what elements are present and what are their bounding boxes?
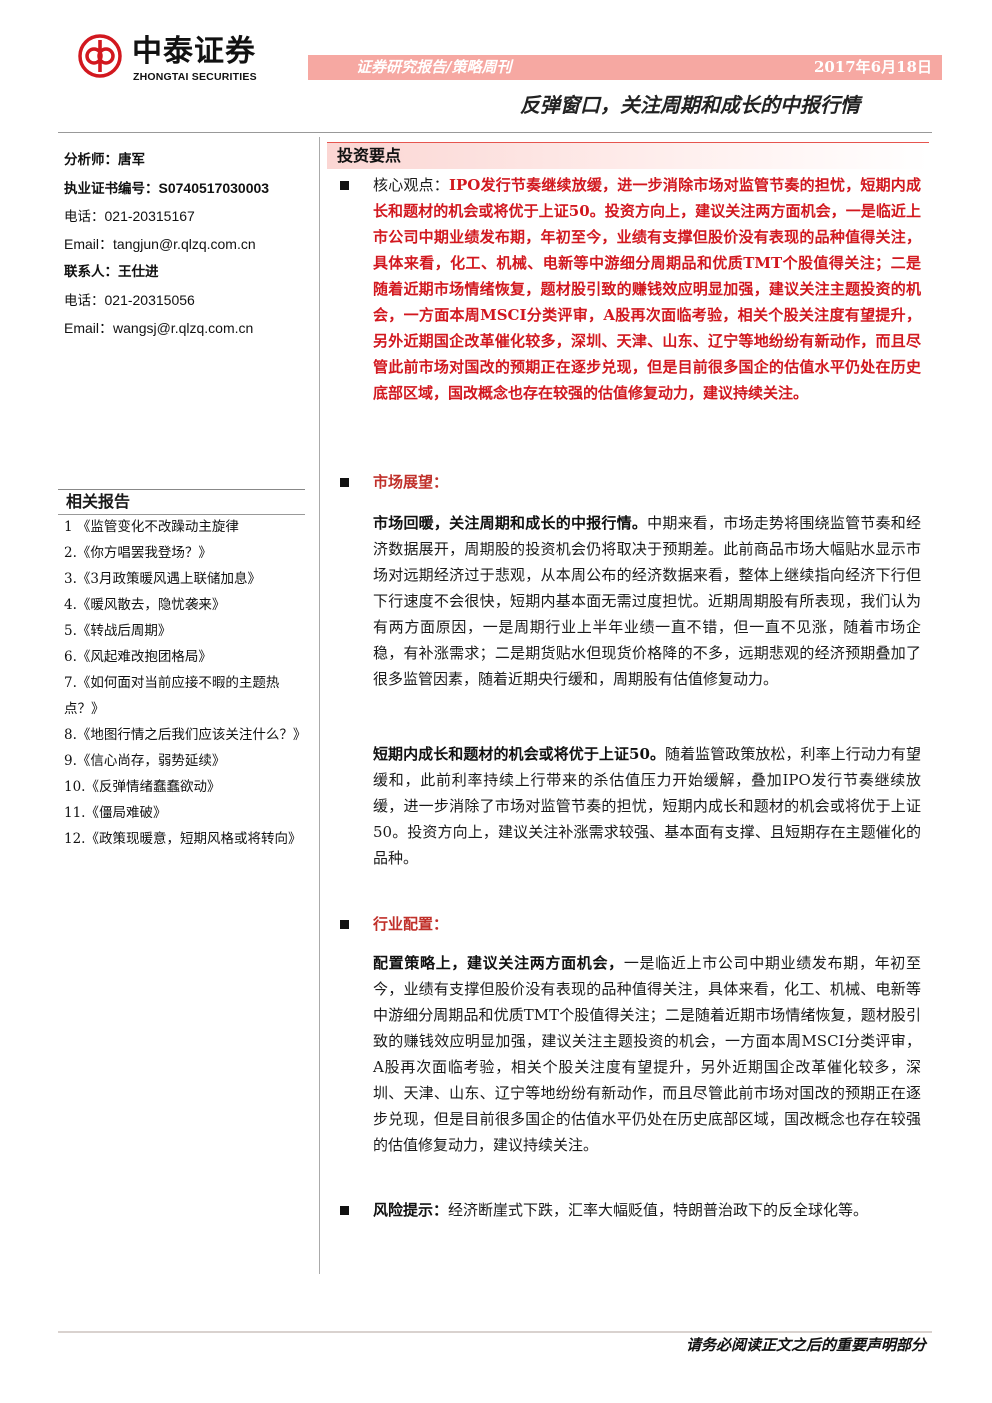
phone2-label: 电话：	[64, 293, 105, 309]
related-report-item[interactable]: 11.《僵局难破》	[64, 805, 167, 821]
market-p2-text: 随着监管政策放松，利率上行动力有望缓和，此前利率持续上行带来的杀估值压力开始缓解…	[373, 745, 921, 867]
bullet-icon	[340, 181, 349, 190]
email2-link[interactable]: wangsj@r.qlzq.com.cn	[113, 320, 254, 336]
phone2-row: 电话：021-20315056	[64, 286, 304, 314]
risk-paragraph: 风险提示：经济断崖式下跌，汇率大幅贬值，特朗普治政下的反全球化等。	[373, 1197, 921, 1223]
cert-row: 执业证书编号：S0740517030003	[64, 174, 304, 202]
risk-label: 风险提示：	[373, 1201, 449, 1219]
phone1-value: 021-20315167	[104, 208, 195, 224]
email1-label: Email：	[64, 236, 114, 252]
contact-name: 王仕进	[118, 264, 159, 280]
footer-disclaimer: 请务必阅读正文之后的重要声明部分	[685, 1336, 926, 1354]
cert-number: S0740517030003	[158, 180, 270, 196]
zhongtai-logo-icon	[78, 34, 122, 78]
related-reports-list: 1 《监管变化不改躁动主旋律 2.《你方唱罢我登场？》 3.《3月政策暖风遇上联…	[64, 514, 307, 852]
industry-allocation-title: 行业配置：	[373, 915, 449, 933]
related-report-item[interactable]: 6.《风起难改抱团格局》	[64, 649, 212, 665]
related-reports-header: 相关报告	[58, 489, 305, 515]
report-title: 反弹窗口，关注周期和成长的中报行情	[520, 93, 860, 117]
industry-text: 一是临近上市公司中期业绩发布期，年初至今，业绩有支撑但股价没有表现的品种值得关注…	[373, 954, 921, 1154]
analyst-label: 分析师：	[64, 152, 118, 168]
related-report-item[interactable]: 2.《你方唱罢我登场？》	[64, 545, 212, 561]
key-points-header: 投资要点	[327, 142, 929, 169]
analyst-row: 分析师：唐军	[64, 146, 304, 174]
related-reports-title: 相关报告	[66, 492, 131, 511]
logo-chinese-name: 中泰证券	[132, 34, 256, 69]
core-view-text: IPO发行节奏继续放缓，进一步消除市场对监管节奏的担忧，短期内成长和题材的机会或…	[373, 176, 921, 402]
related-report-item[interactable]: 8.《地图行情之后我们应该关注什么？》	[64, 727, 307, 743]
header-divider	[58, 132, 932, 133]
core-view-label: 核心观点：	[373, 176, 449, 194]
market-p1-lead: 市场回暖，关注周期和成长的中报行情。	[373, 514, 648, 532]
related-report-item[interactable]: 1 《监管变化不改躁动主旋律	[64, 519, 239, 535]
analyst-info: 分析师：唐军 执业证书编号：S0740517030003 电话：021-2031…	[64, 146, 304, 342]
email2-row: Email：wangsj@r.qlzq.com.cn	[64, 314, 304, 342]
contact-label: 联系人：	[64, 264, 118, 280]
market-outlook-title: 市场展望：	[373, 473, 449, 491]
market-paragraph-2: 短期内成长和题材的机会或将优于上证50。随着监管政策放松，利率上行动力有望缓和，…	[373, 741, 921, 871]
related-report-item[interactable]: 12.《政策现暖意，短期风格或将转向》	[64, 831, 302, 847]
phone1-row: 电话：021-20315167	[64, 202, 304, 230]
key-points-title: 投资要点	[337, 146, 402, 165]
bullet-icon	[340, 478, 349, 487]
core-view-paragraph: 核心观点：IPO发行节奏继续放缓，进一步消除市场对监管节奏的担忧，短期内成长和题…	[373, 172, 921, 406]
header-bar: 证券研究报告/策略周刊 2017年6月18日	[308, 55, 942, 80]
phone1-label: 电话：	[64, 209, 105, 225]
company-logo: 中泰证券 ZHONGTAI SECURITIES	[78, 34, 278, 86]
email1-row: Email：tangjun@r.qlzq.com.cn	[64, 230, 304, 258]
report-date: 2017年6月18日	[813, 58, 932, 76]
logo-english-name: ZHONGTAI SECURITIES	[133, 71, 257, 83]
market-p2-lead: 短期内成长和题材的机会或将优于上证50。	[373, 745, 666, 763]
email2-label: Email：	[64, 320, 114, 336]
related-report-item[interactable]: 5.《转战后周期》	[64, 623, 172, 639]
market-paragraph-1: 市场回暖，关注周期和成长的中报行情。中期来看，市场走势将围绕监管节奏和经济数据展…	[373, 510, 921, 692]
related-report-item[interactable]: 3.《3月政策暖风遇上联储加息》	[64, 571, 261, 587]
risk-text: 经济断崖式下跌，汇率大幅贬值，特朗普治政下的反全球化等。	[448, 1201, 869, 1219]
industry-lead: 配置策略上，建议关注两方面机会，	[373, 954, 624, 972]
market-p1-text: 中期来看，市场走势将围绕监管节奏和经济数据展开，周期股的投资机会仍将取决于预期差…	[373, 514, 921, 688]
related-report-item[interactable]: 7.《如何面对当前应接不暇的主题热点？》	[64, 675, 280, 717]
related-report-item[interactable]: 10.《反弹情绪蠢蠢欲动》	[64, 779, 221, 795]
report-category: 证券研究报告/策略周刊	[356, 58, 512, 76]
related-report-item[interactable]: 4.《暖风散去，隐忧袭来》	[64, 597, 226, 613]
industry-paragraph: 配置策略上，建议关注两方面机会，一是临近上市公司中期业绩发布期，年初至今，业绩有…	[373, 950, 921, 1158]
analyst-name: 唐军	[118, 152, 145, 168]
cert-label: 执业证书编号：	[64, 181, 159, 197]
footer-divider	[58, 1331, 932, 1333]
phone2-value: 021-20315056	[104, 292, 195, 308]
column-divider	[319, 137, 320, 1274]
bullet-icon	[340, 920, 349, 929]
email1-link[interactable]: tangjun@r.qlzq.com.cn	[113, 236, 256, 252]
related-report-item[interactable]: 9.《信心尚存，弱势延续》	[64, 753, 226, 769]
contact-row: 联系人：王仕进	[64, 258, 304, 286]
bullet-icon	[340, 1206, 349, 1215]
